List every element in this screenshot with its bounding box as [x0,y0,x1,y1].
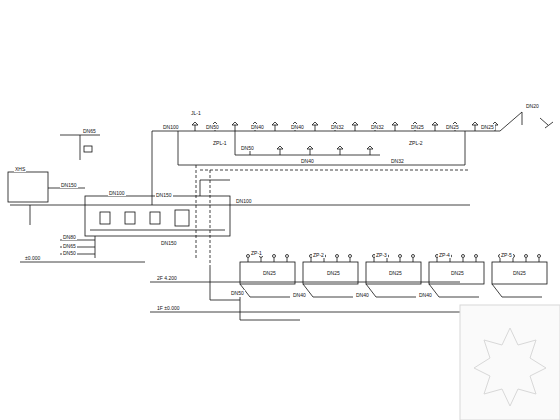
sprinkler-heads [192,122,498,155]
pipe-size: DN32 [330,124,345,130]
pipe-size: DN50 [230,290,245,296]
pipe-tag: ZPL-1 [212,140,228,146]
elevation-mark: 1F ±0.000 [156,305,180,311]
pipe-size: DN40 [250,124,265,130]
pipe-tag: ZP-4 [438,252,451,258]
pipe-size: DN50 [205,124,220,130]
pipe-size: DN50 [62,250,77,256]
floor-lines [150,265,460,312]
pipe-size: DN65 [62,243,77,249]
pipe-tag: ZP-3 [375,252,388,258]
pipe-size: DN25 [388,270,403,276]
pipe-size: DN25 [445,124,460,130]
pipe-size: DN25 [326,270,341,276]
left-supply [8,135,470,262]
pipe-size: DN40 [292,292,307,298]
pipe-size: DN150 [160,240,178,246]
pipe-size: DN150 [155,192,173,198]
pipe-size: DN32 [370,124,385,130]
pipe-size: DN40 [300,158,315,164]
elevation-mark: ±0.000 [24,255,41,261]
pipe-tag: ZPL-2 [408,140,424,146]
pipe-size: DN100 [235,198,253,204]
pipe-tag: JL-1 [190,110,202,116]
pipe-size: DN100 [162,124,180,130]
pipe-size: DN20 [525,103,540,109]
pipe-tag: ZP-2 [312,252,325,258]
pipe-size: DN50 [240,145,255,151]
pipe-size: DN25 [262,270,277,276]
pipe-size: DN32 [390,158,405,164]
pipe-size: DN25 [480,124,495,130]
pipe-size: DN40 [355,292,370,298]
watermark-logo [460,305,560,420]
pipe-size: DN80 [62,234,77,240]
pipe-size: DN40 [418,292,433,298]
pipe-tag: ZP-1 [250,250,263,256]
pipe-size: DN65 [82,128,97,134]
pipe-tag: ZP-5 [500,252,513,258]
pump-room-equipment [60,180,230,258]
pipe-size: DN25 [410,124,425,130]
pipe-size: DN150 [60,182,78,188]
pipe-size: DN100 [108,190,126,196]
pipe-size: DN25 [450,270,465,276]
upper-branch-pipe [152,112,553,265]
pipe-size: DN25 [512,270,527,276]
pipe-tag: XHS [14,166,26,172]
elevation-mark: 2F 4.200 [156,275,178,281]
pipe-size: DN40 [290,124,305,130]
